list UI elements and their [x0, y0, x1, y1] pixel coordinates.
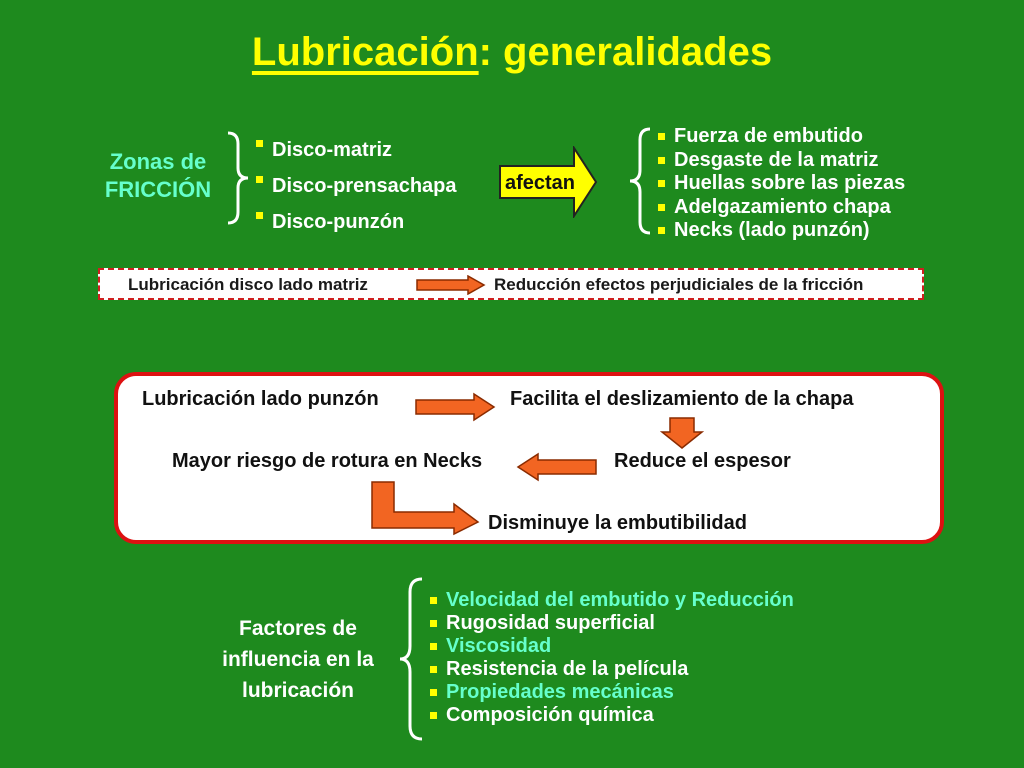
effects-list: Fuerza de embutido Desgaste de la matriz…: [656, 125, 905, 243]
factor-item: Rugosidad superficial: [428, 612, 794, 635]
brace-left-icon: [629, 127, 651, 235]
effect-item: Fuerza de embutido: [656, 125, 905, 149]
zonas-list: Disco-matriz Disco-prensachapa Disco-pun…: [254, 132, 457, 240]
title-rest: : generalidades: [478, 30, 773, 74]
effect-item: Desgaste de la matriz: [656, 149, 905, 173]
arrow-down-icon: [660, 417, 704, 449]
zonas-item: Disco-prensachapa: [254, 168, 457, 204]
bar-right-text: Reducción efectos perjudiciales de la fr…: [494, 275, 864, 294]
factor-item: Velocidad del embutido y Reducción: [428, 589, 794, 612]
afectan-label: afectan: [504, 172, 576, 194]
page-title: Lubricación: generalidades: [0, 30, 1024, 75]
arrow-bent-icon: [371, 481, 480, 536]
arrow-right-icon: [416, 275, 486, 295]
effect-item: Necks (lado punzón): [656, 219, 905, 243]
factors-line2: influencia en la: [222, 648, 374, 671]
afectan-arrow-icon: [499, 146, 598, 218]
arrow-right-icon: [415, 392, 496, 422]
arrow-left-icon: [516, 452, 597, 482]
zonas-line2: FRICCIÓN: [104, 177, 212, 202]
punzon-box: Lubricación lado punzón Facilita el desl…: [114, 372, 944, 544]
lubrication-matrix-bar: Lubricación disco lado matriz Reducción …: [98, 268, 924, 300]
zonas-item: Disco-matriz: [254, 132, 457, 168]
box-text-reduce: Reduce el espesor: [614, 450, 791, 472]
factor-item: Viscosidad: [428, 635, 794, 658]
box-text-disminuye: Disminuye la embutibilidad: [488, 512, 747, 534]
factors-line1: Factores de: [239, 617, 357, 640]
factors-list: Velocidad del embutido y Reducción Rugos…: [428, 589, 794, 727]
bar-left-text: Lubricación disco lado matriz: [128, 275, 368, 294]
box-text-mayor-riesgo: Mayor riesgo de rotura en Necks: [172, 450, 483, 472]
box-text-facilita: Facilita el deslizamiento de la chapa: [510, 388, 854, 410]
brace-right-icon: [227, 131, 249, 225]
box-text-lubricacion: Lubricación lado punzón: [142, 388, 379, 410]
factor-item: Composición química: [428, 704, 794, 727]
zonas-line1: Zonas de: [109, 149, 207, 174]
effect-item: Huellas sobre las piezas: [656, 172, 905, 196]
zonas-item: Disco-punzón: [254, 204, 457, 240]
zonas-label: Zonas de FRICCIÓN: [88, 148, 228, 204]
brace-left-icon: [399, 577, 423, 741]
title-underlined: Lubricación: [251, 30, 479, 74]
effect-item: Adelgazamiento chapa: [656, 196, 905, 220]
factor-item: Propiedades mecánicas: [428, 681, 794, 704]
factors-line3: lubricación: [241, 679, 355, 702]
factor-item: Resistencia de la película: [428, 658, 794, 681]
factors-label: Factores de influencia en la lubricación: [208, 613, 388, 706]
